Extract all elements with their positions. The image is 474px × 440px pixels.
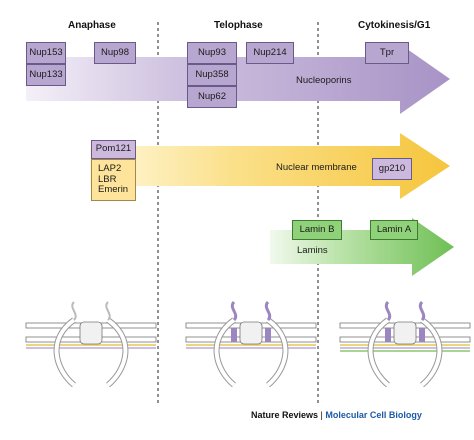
stage-telophase: Telophase <box>214 20 263 31</box>
pore-anaphase <box>25 301 157 388</box>
protein-tpr: Tpr <box>365 42 409 64</box>
pore-cytokinesis <box>339 300 471 388</box>
protein-nup358: Nup358 <box>187 64 237 86</box>
nuclear-membrane-label: Nuclear membrane <box>276 162 357 173</box>
protein-lamin-b: Lamin B <box>292 220 342 240</box>
footer-publisher: Nature Reviews <box>251 410 319 420</box>
protein-gp210: gp210 <box>372 158 412 180</box>
protein-nup62: Nup62 <box>187 86 237 108</box>
protein-nup93: Nup93 <box>187 42 237 64</box>
lamins-label: Lamins <box>297 245 328 256</box>
protein-nup153: Nup153 <box>26 42 66 64</box>
protein-emerin: Emerin <box>98 184 129 196</box>
protein-pom121: Pom121 <box>91 140 136 159</box>
protein-lap2: LAP2 <box>98 162 122 174</box>
stage-cytokinesis-g1: Cytokinesis/G1 <box>358 20 431 31</box>
protein-nup133: Nup133 <box>26 64 66 86</box>
protein-lamin-a: Lamin A <box>370 220 418 240</box>
nucleoporins-label: Nucleoporins <box>296 75 352 86</box>
footer-separator: | <box>320 410 323 420</box>
footer-credit: Nature Reviews | Molecular Cell Biology <box>251 410 422 420</box>
stage-anaphase: Anaphase <box>68 20 116 31</box>
footer-journal: Molecular Cell Biology <box>325 410 422 420</box>
protein-nup98: Nup98 <box>94 42 136 64</box>
protein-lbr: LBR <box>98 173 117 185</box>
inner-membrane-proteins: LAP2 LBR Emerin <box>91 159 136 201</box>
protein-nup214: Nup214 <box>246 42 294 64</box>
nuclear-membrane-arrow <box>90 133 450 199</box>
pore-telophase <box>185 300 317 388</box>
